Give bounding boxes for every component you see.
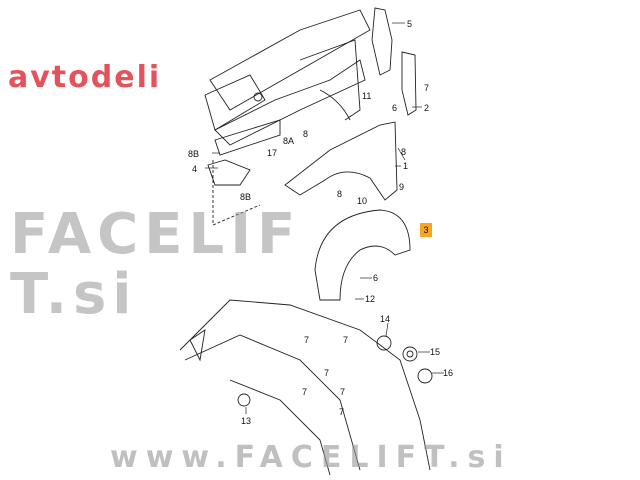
part-14-grommet <box>376 335 392 351</box>
body-structure <box>204 9 371 156</box>
part-1-fender <box>284 121 398 201</box>
label-7: 7 <box>424 83 429 93</box>
label-7: 7 <box>339 407 344 417</box>
label-8B: 8B <box>188 149 199 159</box>
part-4-bracket <box>207 159 251 186</box>
part-labels: 5 2 7 6 11 8 8 8 8A 17 8B 4 8B 1 9 10 6 … <box>188 19 453 426</box>
part-2-bracket <box>401 51 417 116</box>
part-16-grommet <box>417 368 433 384</box>
label-6: 6 <box>373 273 378 283</box>
watermark-url: www.FACELIFT.si <box>110 440 512 475</box>
label-4: 4 <box>192 164 197 174</box>
label-11: 11 <box>362 91 371 101</box>
watermark-main: FACELIFT.si <box>10 202 302 327</box>
label-9: 9 <box>399 182 404 192</box>
label-7: 7 <box>343 335 348 345</box>
label-2: 2 <box>424 103 429 113</box>
label-5: 5 <box>407 19 412 29</box>
dashed-guide <box>212 160 261 226</box>
part-13-grommet <box>237 393 251 407</box>
label-7: 7 <box>324 368 329 378</box>
label-16: 16 <box>443 368 453 378</box>
label-10: 10 <box>357 196 367 206</box>
part-5-pillar <box>371 7 393 76</box>
label-8A: 8A <box>283 136 294 146</box>
lower-frame <box>179 299 431 476</box>
label-1: 1 <box>403 161 408 171</box>
label-8: 8 <box>303 129 308 139</box>
label-6: 6 <box>392 103 397 113</box>
leader-lines <box>205 22 444 414</box>
label-8B: 8B <box>240 192 251 202</box>
watermark-sub: avtodeli <box>8 60 162 95</box>
part-15-grommet <box>402 346 418 362</box>
part-3-wheel-liner <box>314 209 411 301</box>
label-13: 13 <box>241 416 251 426</box>
label-17: 17 <box>267 148 277 158</box>
label-15: 15 <box>430 347 440 357</box>
label-14: 14 <box>380 314 390 324</box>
label-12: 12 <box>365 294 375 304</box>
highlighted-part-label-3[interactable]: 3 <box>420 223 432 237</box>
label-8: 8 <box>337 189 342 199</box>
label-8: 8 <box>401 147 406 157</box>
label-7: 7 <box>302 387 307 397</box>
label-7: 7 <box>304 335 309 345</box>
label-7: 7 <box>340 387 345 397</box>
